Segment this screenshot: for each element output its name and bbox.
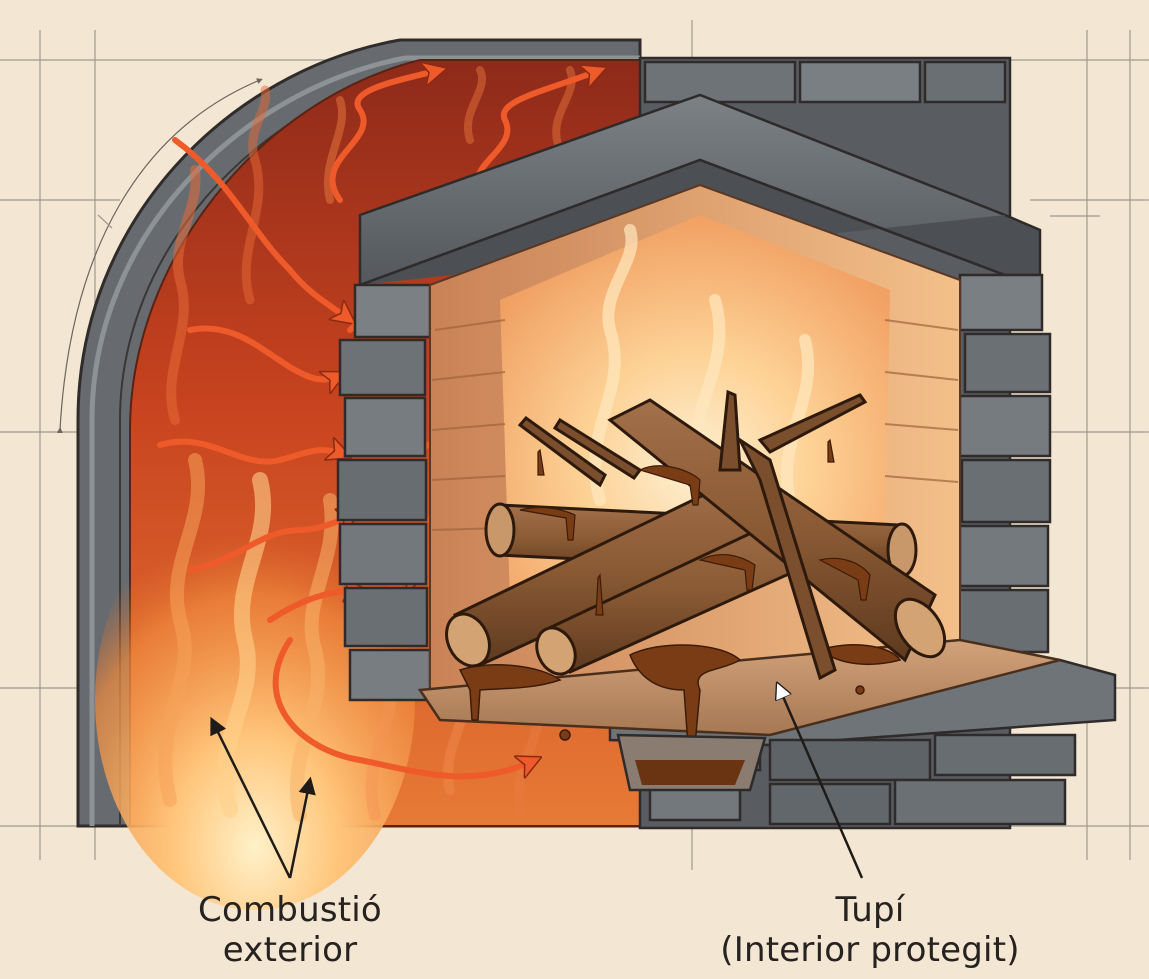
callout-wick-label: Tupí (Interior protegit): [690, 890, 1050, 970]
callout-combustion-label: Combustió exterior: [150, 890, 430, 970]
callout-combustion-line-1: Combustió: [150, 890, 430, 930]
callout-wick-line-1: Tupí: [690, 890, 1050, 930]
callout-combustion-line-2: exterior: [150, 930, 430, 970]
callout-wick-line-2: (Interior protegit): [690, 930, 1050, 970]
